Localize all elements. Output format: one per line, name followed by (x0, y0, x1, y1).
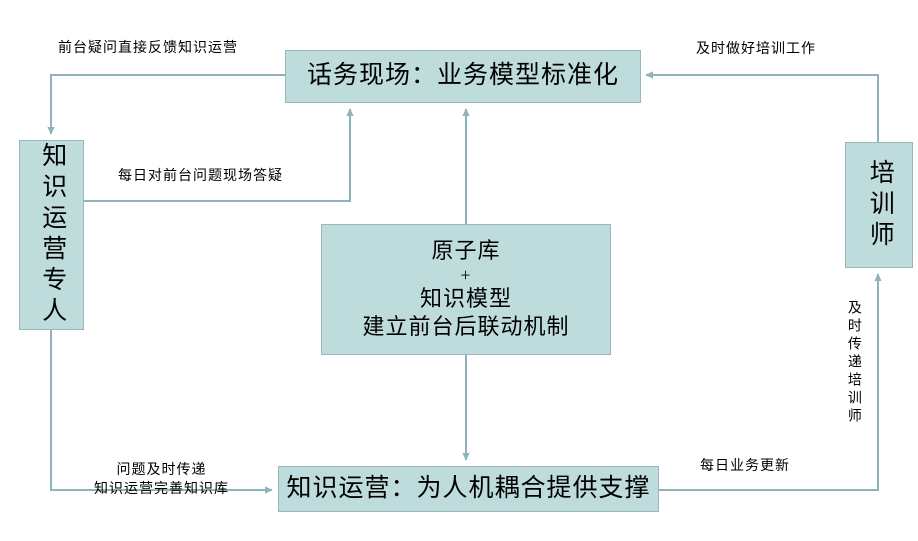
edge-label-front-desk-feedback-text: 前台疑问直接反馈知识运营 (58, 41, 238, 56)
edge-label-timely-transfer-trainer: 及时传递培训师 (843, 300, 862, 445)
connector-operator-to-operation (50, 330, 273, 494)
edge-label-front-desk-feedback: 前台疑问直接反馈知识运营 (58, 40, 238, 59)
edge-label-timely-training-text: 及时做好培训工作 (696, 42, 816, 57)
edge-label-issue-transfer-text: 问题及时传递 知识运营完善知识库 (94, 462, 229, 497)
node-knowledge-operator-label: 知识运营专人 (38, 142, 66, 328)
node-knowledge-operator[interactable]: 知识运营专人 (19, 140, 84, 330)
node-atom-library-line-3: 知识模型 (419, 286, 512, 312)
connector-operation-to-trainer (659, 273, 882, 491)
node-atom-library-line-2: + (460, 264, 472, 285)
node-knowledge-operation-label: 知识运营：为人机耦合提供支撑 (286, 474, 651, 502)
connector-trainer-to-callcenter (645, 71, 879, 142)
node-atom-library[interactable]: 原子库 + 知识模型 建立前台后联动机制 (321, 224, 611, 355)
connector-callcenter-to-operator (47, 74, 285, 135)
node-knowledge-operation[interactable]: 知识运营：为人机耦合提供支撑 (278, 466, 659, 512)
node-atom-library-line-1: 原子库 (431, 238, 501, 264)
node-atom-library-line-4: 建立前台后联动机制 (362, 314, 570, 340)
edge-label-daily-onsite-answer: 每日对前台问题现场答疑 (118, 168, 283, 187)
edge-label-timely-training: 及时做好培训工作 (696, 41, 816, 60)
node-trainer[interactable]: 培训师 (845, 142, 913, 268)
node-call-center-label: 话务现场：业务模型标准化 (306, 62, 619, 90)
edge-label-daily-business-update: 每日业务更新 (700, 458, 790, 477)
edge-label-issue-transfer: 问题及时传递 知识运营完善知识库 (94, 443, 229, 500)
edge-label-daily-onsite-answer-text: 每日对前台问题现场答疑 (118, 169, 283, 184)
edge-label-timely-transfer-trainer-text: 及时传递培训师 (845, 300, 861, 426)
edge-label-daily-business-update-text: 每日业务更新 (700, 459, 790, 474)
node-call-center[interactable]: 话务现场：业务模型标准化 (285, 50, 641, 103)
connector-operator-to-callcenter (84, 108, 354, 202)
node-trainer-label: 培训师 (866, 158, 894, 252)
